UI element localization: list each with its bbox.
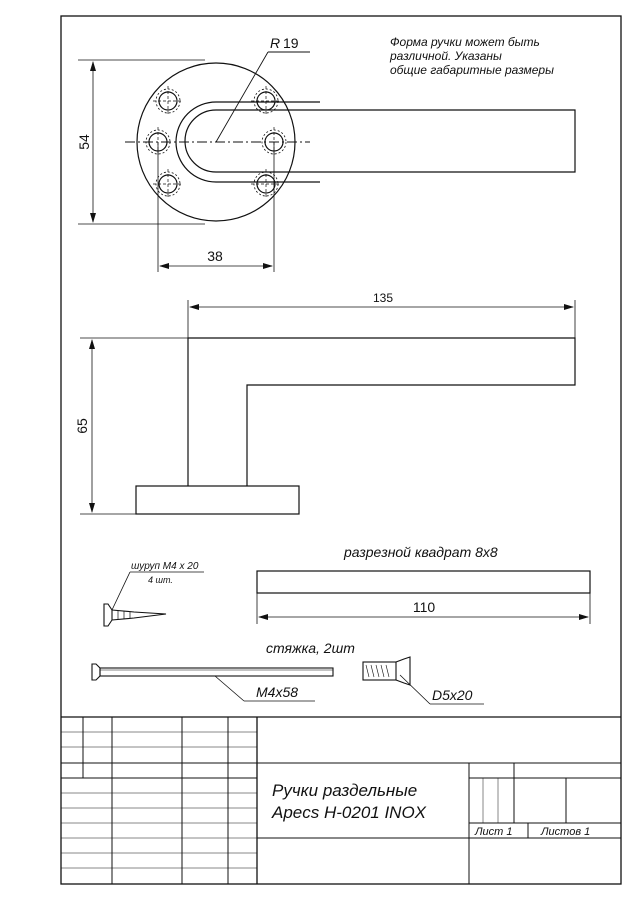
- screw-hole: [251, 169, 281, 199]
- screw-quantity: 4 шт.: [148, 575, 173, 585]
- tie-label: стяжка, 2шт: [266, 640, 355, 656]
- title-block: [61, 716, 621, 884]
- tie-bolt-part: [91, 663, 334, 702]
- screw-part: [103, 571, 204, 627]
- note-line-1: Форма ручки может быть: [390, 35, 540, 49]
- square-bar-label: разрезной квадрат 8х8: [343, 544, 498, 560]
- handle-profile: [187, 337, 576, 486]
- dimension-arrows: [258, 614, 589, 620]
- radius-leader: [215, 51, 269, 143]
- radius-symbol: R: [270, 35, 280, 51]
- square-bar-length-dimension: 110: [413, 599, 436, 615]
- tie-bolt-rod: [99, 667, 334, 677]
- screw-head: [103, 603, 113, 627]
- bolt-size-label: М4х58: [256, 684, 298, 700]
- screw-hole: [153, 86, 183, 116]
- top-view: [78, 51, 576, 272]
- side-length-dimension: 135: [373, 291, 393, 305]
- drawing-title-line-2: Apecs H-0201 INOX: [271, 803, 427, 822]
- note-line-3: общие габаритные размеры: [390, 63, 554, 77]
- dimension-arrows: [89, 304, 574, 513]
- bolt-leader: [214, 675, 245, 702]
- tie-nut-part: [362, 656, 484, 705]
- tie-bolt-head: [91, 663, 101, 681]
- side-view: [80, 300, 576, 515]
- dimension-arrows: [90, 61, 273, 269]
- screw-leader: [111, 571, 131, 611]
- top-height-dimension: 54: [76, 134, 92, 150]
- radius-value: 19: [283, 35, 299, 51]
- sheet-number-label: Лист 1: [474, 826, 513, 838]
- tie-nut-body: [362, 661, 397, 681]
- shape-note: Форма ручки может быть различной. Указан…: [389, 35, 554, 77]
- note-line-2: различной. Указаны: [389, 49, 502, 63]
- top-width-dimension: 38: [207, 248, 223, 264]
- nut-leader: [399, 674, 431, 705]
- drawing-title-line-1: Ручки раздельные: [272, 781, 417, 800]
- lever-outline: [184, 109, 576, 173]
- side-height-dimension: 65: [74, 418, 90, 434]
- screw-label: шуруп М4 х 20: [131, 561, 199, 572]
- rosette-base: [135, 485, 300, 515]
- sheet-frame: [60, 15, 622, 885]
- square-bar-part: [256, 570, 591, 624]
- sheet-count-label: Листов 1: [540, 826, 590, 838]
- square-bar: [256, 570, 591, 594]
- nut-size-label: D5x20: [432, 687, 473, 703]
- screw-shank: [111, 609, 167, 621]
- screw-hole: [251, 86, 281, 116]
